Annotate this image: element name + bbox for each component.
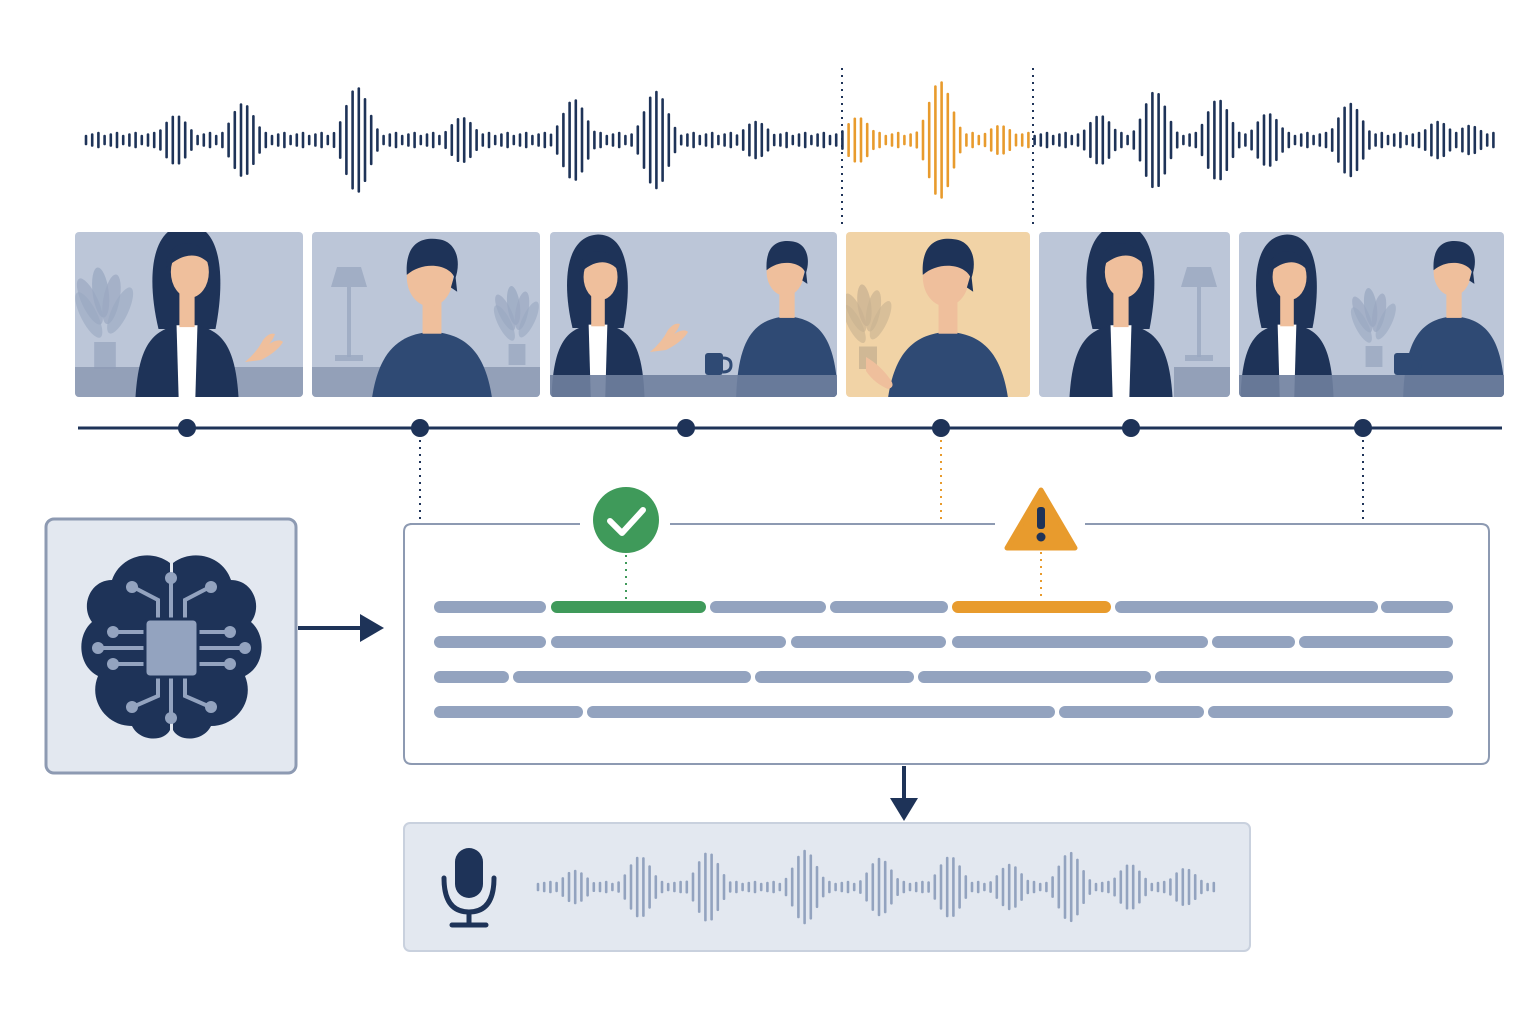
timeline-marker [1354,419,1372,437]
video-frame-man-listening [312,232,540,397]
timeline-connectors [419,440,1364,522]
video-frame-woman-portrait [1039,232,1230,397]
microphone-icon [441,848,497,928]
arrow-right-icon [298,614,384,642]
timeline-marker [677,419,695,437]
timeline-marker [1122,419,1140,437]
transcript-panel [403,487,1490,765]
check-circle-icon [593,487,659,553]
ai-model-panel [44,517,298,775]
output-audio-waveform [536,849,1216,925]
brain-chip-icon [81,555,262,739]
video-frame-strip [75,232,1504,397]
output-audio-panel-box [403,822,1251,952]
transcript-lines [434,601,1453,718]
timeline [78,419,1502,437]
video-frame-man-speaking [846,232,1030,397]
video-frame-two-people-at-table [550,232,837,397]
output-audio-panel [403,822,1251,952]
video-frame-two-people-at-table [1239,232,1504,397]
timeline-marker [411,419,429,437]
timeline-marker [932,419,950,437]
arrow-down-icon [890,766,918,821]
warning-triangle-icon [1004,487,1078,551]
source-audio-waveform [84,81,1495,199]
video-frame-woman-speaking [75,232,303,397]
timeline-marker [178,419,196,437]
transcript-panel-box [403,523,1490,765]
